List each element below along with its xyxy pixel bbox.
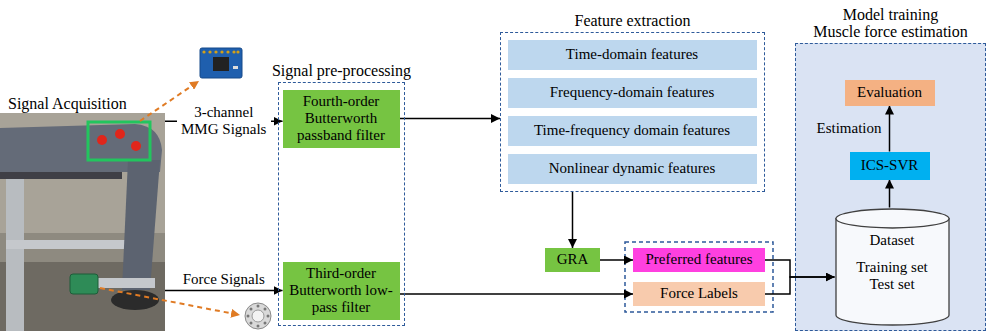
- ankle-bar: [95, 278, 155, 288]
- model-panel: Model trainingMuscle force estimationEva…: [795, 43, 986, 331]
- sensor-dot: [115, 129, 125, 139]
- photo-panel: Signal Acquisition: [0, 95, 165, 331]
- node-text: ICS-SVR: [861, 157, 919, 174]
- leg-photo: [0, 113, 165, 331]
- feature-box: Nonlinear dynamic features: [508, 154, 757, 184]
- cell-hole: [250, 308, 253, 311]
- board-pin: [226, 50, 229, 53]
- panel-ground: [795, 43, 986, 331]
- cell-hole: [264, 308, 267, 311]
- label-holder: 3-channel MMG Signals: [177, 104, 271, 139]
- edge-label: 3-channel MMG Signals: [177, 104, 271, 139]
- connector-arrow: [765, 277, 835, 294]
- sensor-dot: [131, 141, 141, 151]
- sensor-chip: [213, 57, 229, 71]
- connector-arrow: [400, 118, 501, 120]
- board-pin: [232, 50, 235, 53]
- board-pin: [214, 50, 217, 53]
- node-text: Force Labels: [660, 285, 738, 302]
- connector-group: [165, 106, 890, 295]
- edge-label: Force Signals: [181, 271, 267, 288]
- label-holder: Estimation: [815, 120, 884, 137]
- connector-arrow: [889, 180, 891, 208]
- node-text: Time-frequency domain features: [534, 122, 730, 139]
- node-text: Nonlinear dynamic features: [549, 160, 716, 177]
- stage-group: Feature extractionTime-domain featuresFr…: [500, 32, 765, 192]
- photo-ground: [0, 113, 165, 331]
- connector-arrow: [600, 259, 633, 261]
- load-cell-icon: [245, 303, 271, 329]
- load-cell: [70, 274, 98, 294]
- device-post: [6, 170, 24, 331]
- node-text: Fourth-order Butterworth passband filter: [288, 93, 395, 145]
- connector-arrow: [400, 293, 634, 295]
- dataset-cylinder: DatasetTraining set Test set: [835, 208, 950, 326]
- node-text: Training set Test set: [856, 259, 928, 294]
- node-text: Preferred features: [645, 251, 752, 268]
- sensor-frame: [88, 122, 150, 160]
- group-heading: Model training: [736, 6, 986, 24]
- connector-arrow: [572, 192, 574, 248]
- edge-label: Estimation: [815, 120, 884, 137]
- group-heading: Muscle force estimation: [736, 23, 986, 41]
- feature-box: Time-domain features: [508, 40, 757, 70]
- label-holder: Force Signals: [181, 271, 267, 288]
- node-text: Dataset: [870, 232, 915, 249]
- model-box: ICS-SVR: [850, 152, 930, 180]
- node-text: Frequency-domain features: [550, 84, 715, 101]
- result-box: Force Labels: [633, 282, 765, 306]
- cylinder-top: [836, 209, 949, 228]
- node-text: GRA: [557, 251, 589, 268]
- filter-box: Third-order Butterworth low-pass filter: [283, 262, 400, 320]
- result-box: Preferred features: [633, 248, 765, 272]
- accelerometer-icon: [200, 48, 242, 78]
- stage-group: Signal pre-processingFourth-order Butter…: [278, 82, 405, 326]
- connector-arrow: [889, 106, 891, 152]
- board-pin: [208, 50, 211, 53]
- filter-box: Fourth-order Butterworth passband filter: [283, 90, 400, 148]
- feature-box: Frequency-domain features: [508, 78, 757, 108]
- group-heading: Signal Acquisition: [0, 95, 165, 113]
- process-box: Evaluation: [845, 80, 935, 106]
- cell-hole: [257, 325, 260, 328]
- cell-hole: [267, 315, 270, 318]
- node-text: Evaluation: [857, 84, 922, 101]
- shank: [122, 160, 160, 290]
- process-box: GRA: [545, 248, 600, 272]
- cell-disc: [245, 303, 271, 329]
- cylinder-body: [836, 218, 949, 325]
- node-text: Time-domain features: [566, 46, 698, 63]
- cell-hole: [257, 305, 260, 308]
- connector-arrow: [165, 290, 283, 292]
- sensor-board: [200, 48, 242, 78]
- cell-hole: [264, 322, 267, 325]
- feature-box: Time-frequency domain features: [508, 116, 757, 146]
- node-text: Third-order Butterworth low-pass filter: [288, 265, 395, 317]
- group-bracket: [625, 242, 773, 312]
- board-part: [233, 66, 238, 69]
- cell-hole: [247, 315, 250, 318]
- group-heading: Signal pre-processing: [219, 62, 464, 80]
- board-pin: [202, 50, 205, 53]
- shoe: [111, 290, 159, 310]
- group-heading: Feature extraction: [441, 12, 824, 30]
- sensor-dot: [97, 135, 107, 145]
- cell-hole: [250, 322, 253, 325]
- cell-hub: [252, 310, 264, 322]
- board-pin: [236, 50, 239, 53]
- device-bar: [6, 240, 126, 249]
- connector-arrow: [765, 260, 835, 277]
- board-pin: [220, 50, 223, 53]
- leader-line: [100, 288, 240, 315]
